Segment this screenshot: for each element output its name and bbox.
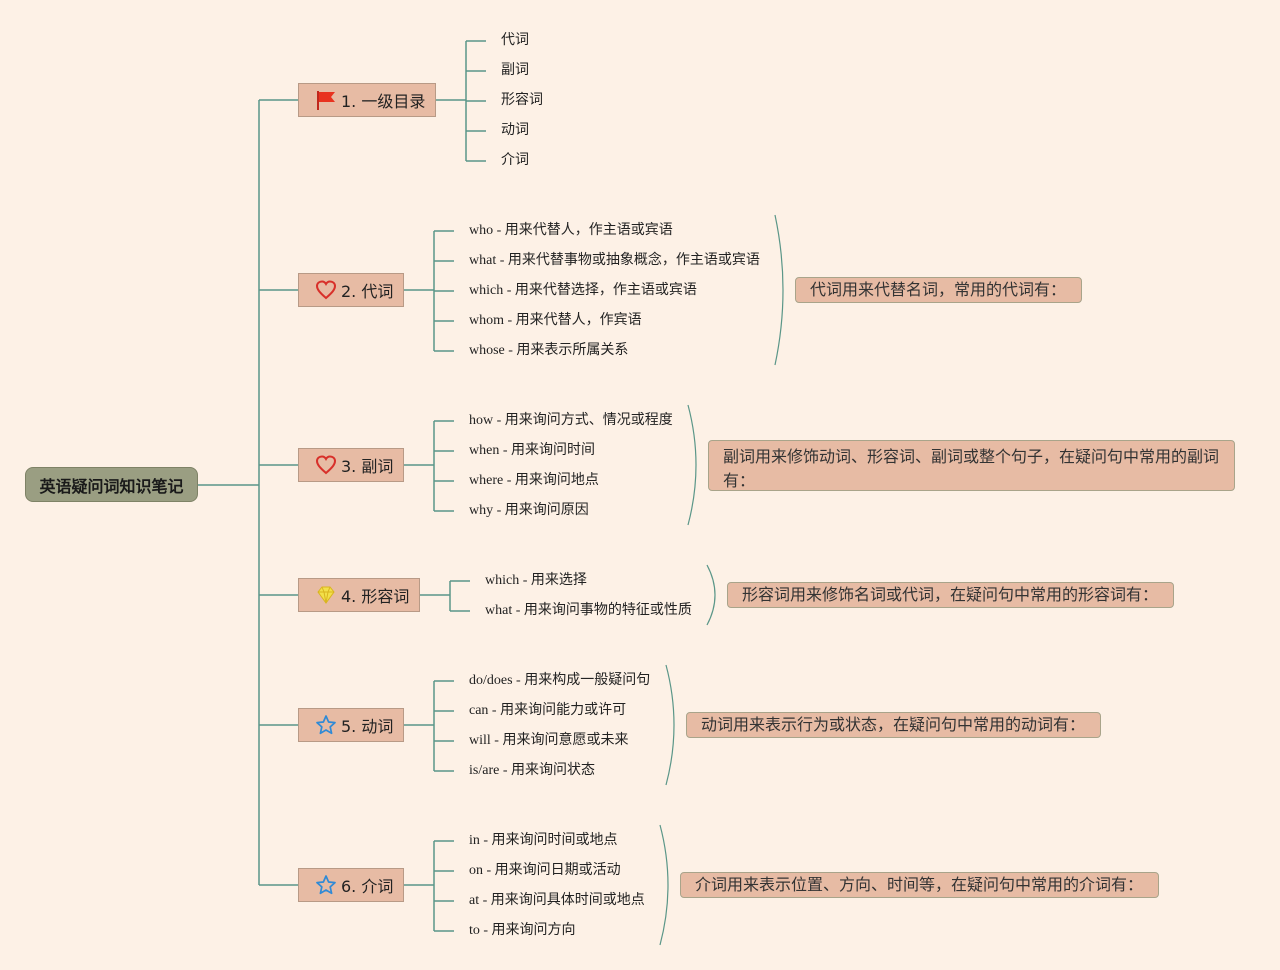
leaf-item[interactable]: on - 用来询问日期或活动 bbox=[469, 863, 621, 878]
leaf-item[interactable]: when - 用来询问时间 bbox=[469, 443, 595, 458]
leaf-item[interactable]: which - 用来代替选择，作主语或宾语 bbox=[469, 283, 697, 298]
leaf-item[interactable]: 形容词 bbox=[501, 93, 543, 108]
leaf-item[interactable]: 介词 bbox=[501, 153, 529, 168]
leaf-item[interactable]: how - 用来询问方式、情况或程度 bbox=[469, 413, 673, 428]
leaf-item[interactable]: which - 用来选择 bbox=[485, 573, 587, 588]
summary-note-adverb[interactable]: 副词用来修饰动词、形容词、副词或整个句子，在疑问句中常用的副词有： bbox=[708, 440, 1235, 491]
star-icon bbox=[315, 714, 337, 736]
heart-icon bbox=[315, 454, 337, 476]
flag-icon bbox=[315, 89, 337, 111]
summary-brace bbox=[706, 564, 716, 626]
gem-icon bbox=[315, 584, 337, 606]
leaf-item[interactable]: will - 用来询问意愿或未来 bbox=[469, 733, 629, 748]
leaf-item[interactable]: can - 用来询问能力或许可 bbox=[469, 703, 627, 718]
branch-node-1[interactable]: 1. 一级目录 bbox=[298, 83, 436, 117]
branch-node-5[interactable]: 5. 动词 bbox=[298, 708, 404, 742]
summary-note-preposition[interactable]: 介词用来表示位置、方向、时间等，在疑问句中常用的介词有： bbox=[680, 872, 1159, 898]
summary-note-verb[interactable]: 动词用来表示行为或状态，在疑问句中常用的动词有： bbox=[686, 712, 1101, 738]
branch-node-3[interactable]: 3. 副词 bbox=[298, 448, 404, 482]
leaf-item[interactable]: do/does - 用来构成一般疑问句 bbox=[469, 673, 651, 688]
branch-label: 5. 动词 bbox=[341, 717, 394, 736]
summary-brace bbox=[774, 214, 784, 366]
summary-brace bbox=[659, 824, 669, 946]
leaf-item[interactable]: is/are - 用来询问状态 bbox=[469, 763, 595, 778]
branch-node-2[interactable]: 2. 代词 bbox=[298, 273, 404, 307]
leaf-item[interactable]: 动词 bbox=[501, 123, 529, 138]
leaf-item[interactable]: what - 用来代替事物或抽象概念，作主语或宾语 bbox=[469, 253, 760, 268]
leaf-item[interactable]: who - 用来代替人，作主语或宾语 bbox=[469, 223, 673, 238]
leaf-item[interactable]: whom - 用来代替人，作宾语 bbox=[469, 313, 642, 328]
root-title: 英语疑问词知识笔记 bbox=[39, 476, 184, 496]
branch-node-4[interactable]: 4. 形容词 bbox=[298, 578, 420, 612]
summary-note-adjective[interactable]: 形容词用来修饰名词或代词，在疑问句中常用的形容词有： bbox=[727, 582, 1174, 608]
leaf-item[interactable]: whose - 用来表示所属关系 bbox=[469, 343, 629, 358]
summary-note-pronoun[interactable]: 代词用来代替名词，常用的代词有： bbox=[795, 277, 1082, 303]
branch-node-6[interactable]: 6. 介词 bbox=[298, 868, 404, 902]
leaf-item[interactable]: at - 用来询问具体时间或地点 bbox=[469, 893, 645, 908]
summary-brace bbox=[665, 664, 675, 786]
leaf-item[interactable]: what - 用来询问事物的特征或性质 bbox=[485, 603, 692, 618]
summary-brace bbox=[687, 404, 697, 526]
branch-label: 2. 代词 bbox=[341, 282, 394, 301]
branch-label: 4. 形容词 bbox=[341, 587, 410, 606]
leaf-item[interactable]: in - 用来询问时间或地点 bbox=[469, 833, 618, 848]
star-icon bbox=[315, 874, 337, 896]
leaf-item[interactable]: why - 用来询问原因 bbox=[469, 503, 589, 518]
branch-label: 6. 介词 bbox=[341, 877, 394, 896]
heart-icon bbox=[315, 279, 337, 301]
leaf-item[interactable]: 副词 bbox=[501, 63, 529, 78]
leaf-item[interactable]: 代词 bbox=[501, 33, 529, 48]
root-node[interactable]: 英语疑问词知识笔记 bbox=[25, 467, 198, 502]
leaf-item[interactable]: where - 用来询问地点 bbox=[469, 473, 599, 488]
branch-label: 1. 一级目录 bbox=[341, 92, 426, 111]
branch-label: 3. 副词 bbox=[341, 457, 394, 476]
leaf-item[interactable]: to - 用来询问方向 bbox=[469, 923, 576, 938]
